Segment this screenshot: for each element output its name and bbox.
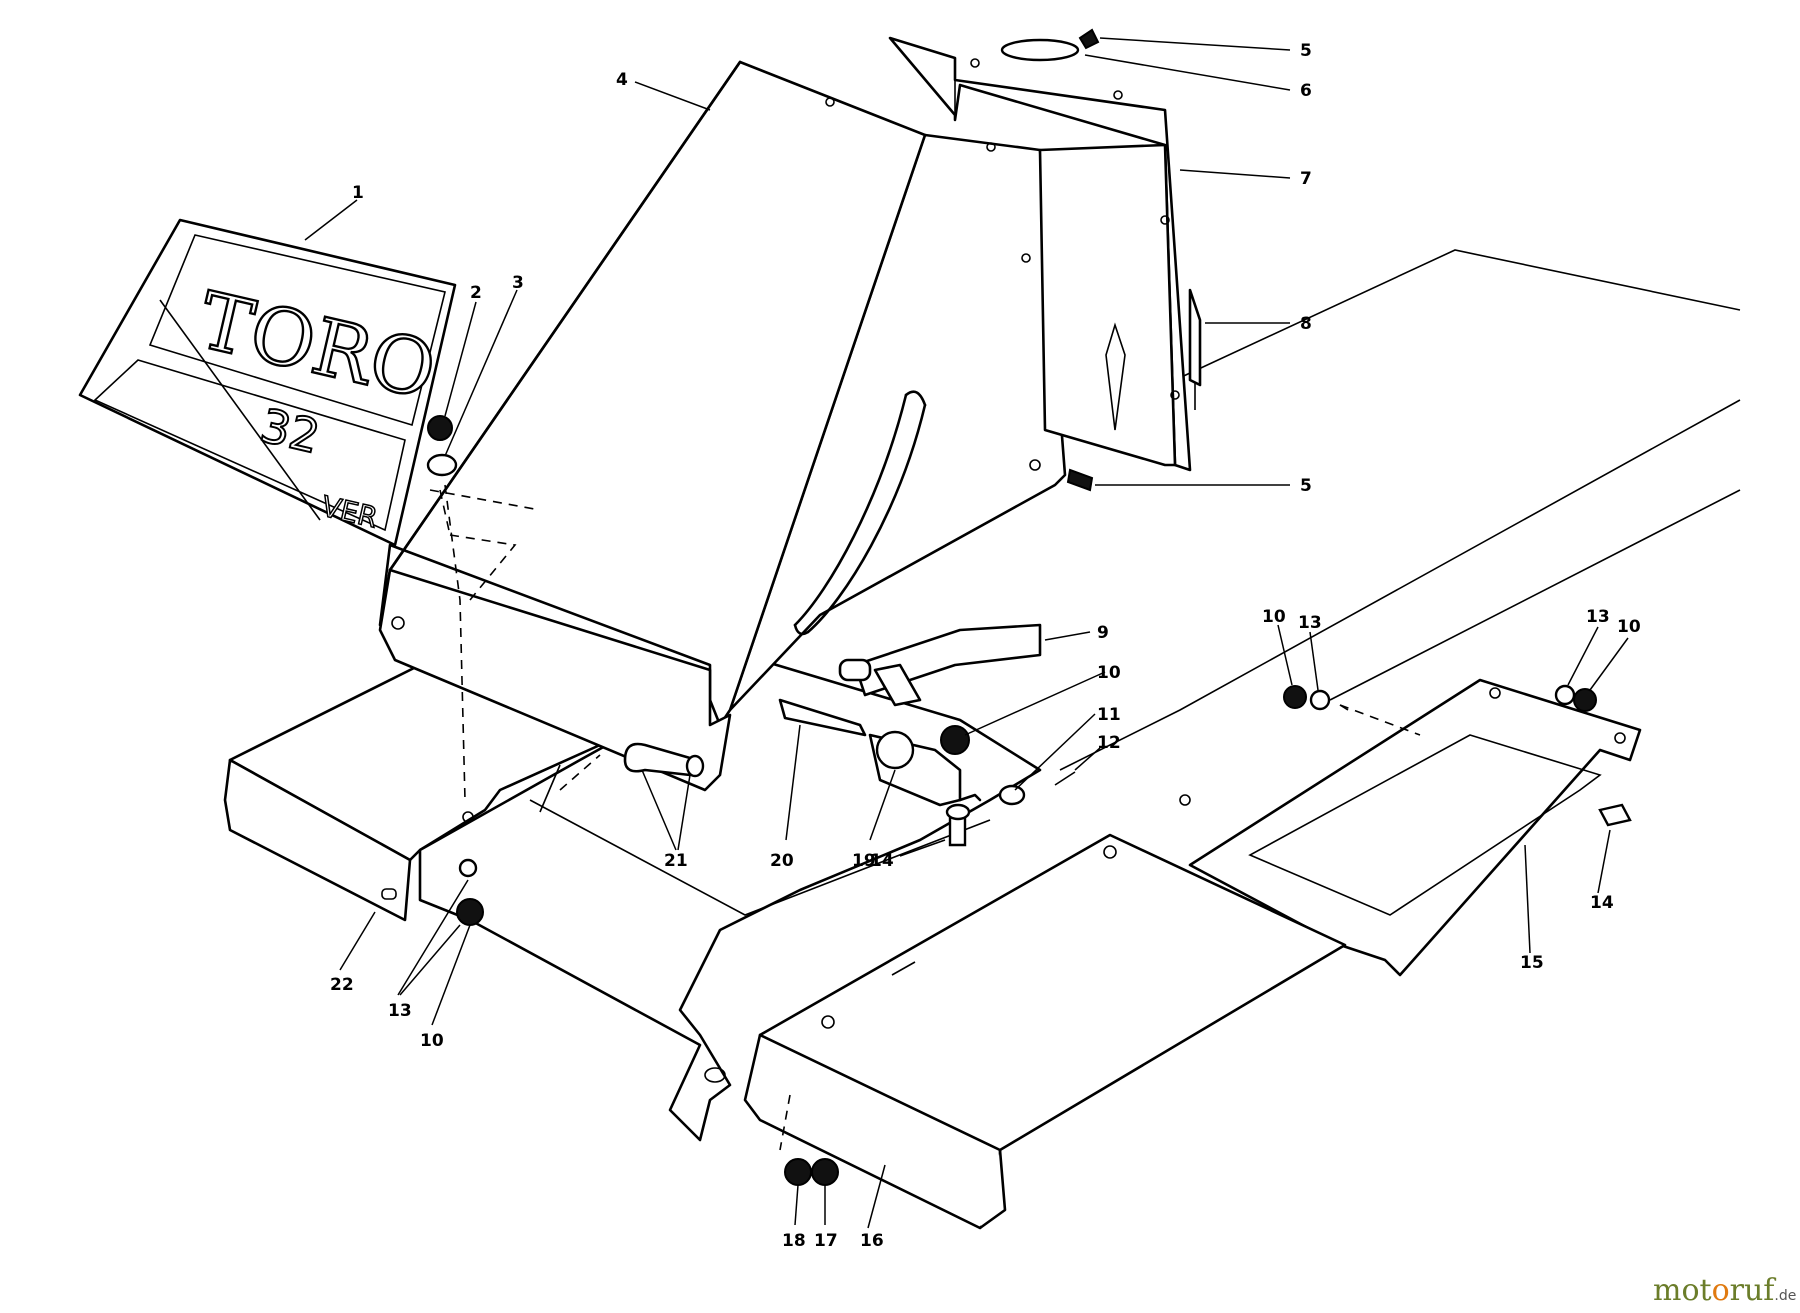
callout-13a: 13 [1298, 613, 1322, 633]
left-floor-plate [223, 663, 602, 922]
watermark: motoruf.de [1653, 1273, 1796, 1308]
cotter-pin-12-icon [1054, 771, 1076, 786]
callout-5b: 5 [1300, 476, 1312, 496]
decal-mount-guides [429, 484, 541, 801]
bolt-5-top-icon [1078, 28, 1100, 50]
watermark-text-start: mot [1653, 1273, 1712, 1308]
watermark-tld: .de [1774, 1288, 1796, 1304]
callout-16: 16 [860, 1231, 884, 1251]
callout-11: 11 [1097, 705, 1121, 725]
washer-17-icon [811, 1158, 839, 1186]
leader-lines [304, 37, 1629, 1229]
nut-10-left-icon [456, 898, 484, 926]
callout-8: 8 [1300, 314, 1312, 334]
bolt-2-icon [427, 415, 453, 441]
washer-13-right-icon [1554, 684, 1576, 706]
nut-10-right-icon [1573, 688, 1597, 712]
washer-13-left-icon [458, 858, 478, 878]
callout-4: 4 [616, 70, 628, 90]
svg-text:motoruf.de: motoruf.de [1653, 1273, 1796, 1308]
watermark-text-o: o [1712, 1273, 1730, 1308]
callout-7: 7 [1300, 169, 1312, 189]
hardware [426, 28, 1632, 1186]
callout-12: 12 [1097, 733, 1121, 753]
callout-22: 22 [330, 975, 354, 995]
frame-rails [1059, 249, 1741, 771]
right-floor-plate [743, 833, 1347, 1230]
callout-2: 2 [470, 283, 482, 303]
callout-14a: 14 [870, 851, 894, 871]
callout-10c: 10 [1617, 617, 1641, 637]
callout-5a: 5 [1300, 41, 1312, 61]
callout-14b: 14 [1590, 893, 1614, 913]
washer-3-icon [426, 453, 458, 477]
nut-18-icon [784, 1158, 812, 1186]
nut-10-mid-icon [1283, 685, 1307, 709]
callout-18: 18 [782, 1231, 806, 1251]
callout-13c: 13 [388, 1001, 412, 1021]
bolt-5-lower-icon [1066, 468, 1094, 492]
callout-17: 17 [814, 1231, 838, 1251]
callout-3: 3 [512, 273, 524, 293]
rear-cover-plate [1188, 678, 1642, 977]
callout-10b: 10 [1262, 607, 1286, 627]
watermark-text-end: ruf [1730, 1273, 1777, 1308]
callout-20: 20 [770, 851, 794, 871]
nut-10-icon [940, 725, 970, 755]
callout-21: 21 [664, 851, 688, 871]
callout-6: 6 [1300, 81, 1312, 101]
small-tab [1188, 288, 1202, 387]
washer-6-icon [1000, 38, 1080, 62]
callout-19: 19 [852, 851, 876, 871]
tower-housing [378, 60, 1067, 792]
washer-13-mid-icon [1309, 689, 1331, 711]
bolt-14-right-icon [1598, 803, 1632, 827]
callout-10d: 10 [420, 1031, 444, 1051]
side-bracket [888, 36, 1192, 472]
shaft-20-icon [778, 698, 867, 737]
callout-13b: 13 [1586, 607, 1610, 627]
washer-11-icon [998, 784, 1026, 806]
callout-1: 1 [352, 183, 364, 203]
callout-10a: 10 [1097, 663, 1121, 683]
decal: TORO 32 VER [78, 218, 457, 547]
callout-9: 9 [1097, 623, 1109, 643]
callout-15: 15 [1520, 953, 1544, 973]
callouts: 1 2 3 4 5 6 7 8 5 9 10 11 12 10 13 13 10… [330, 41, 1641, 1251]
